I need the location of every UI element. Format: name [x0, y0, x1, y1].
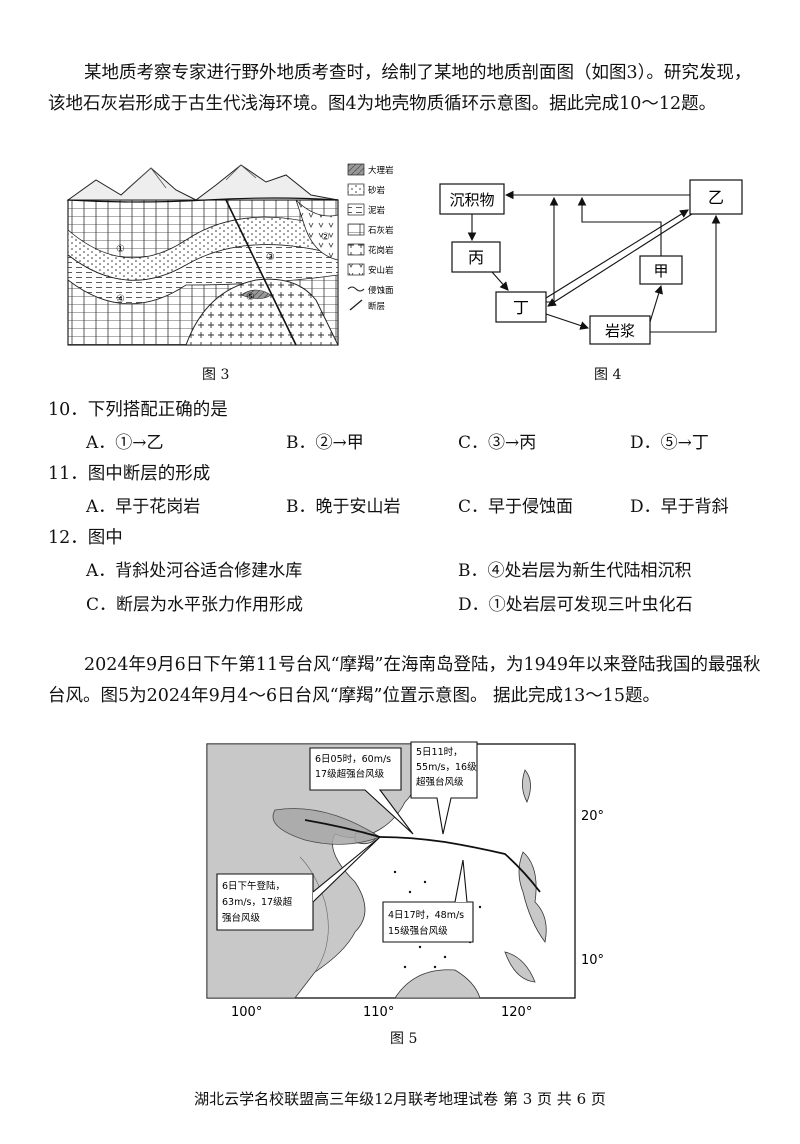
node-ding: 丁	[513, 298, 529, 317]
q11-stem: 11．图中断层的形成	[48, 464, 211, 484]
typhoon-track-map: 20° 10° 100° 110° 120° 6日05时，60m/s 17级超强…	[206, 741, 604, 1020]
lon-label-120: 120°	[501, 1005, 532, 1020]
q12-option-b: B．④处岩层为新生代陆相沉积	[458, 561, 692, 581]
figure-4-caption: 图 4	[594, 367, 622, 383]
node-yi: 乙	[708, 188, 724, 207]
legend-andesite: 安山岩	[368, 265, 394, 276]
q11-option-b: B．晚于安山岩	[286, 497, 401, 517]
figure-5: 20° 10° 100° 110° 120° 6日05时，60m/s 17级超强…	[205, 741, 604, 1027]
intro-paragraph-1: 某地质考察专家进行野外地质考查时，绘制了某地的地质剖面图（如图3）。研究发现，该…	[48, 63, 752, 114]
q11-option-d: D．早于背斜	[630, 497, 729, 517]
lon-label-110: 110°	[363, 1005, 394, 1020]
legend-marble: 大理岩	[368, 165, 394, 176]
rock-cycle-diagram: 沉积物 乙 丙 甲 丁 岩浆	[439, 179, 743, 345]
legend-erosion-surface: 侵蚀面	[368, 285, 394, 296]
marker-4: ④	[116, 294, 125, 305]
node-yi-box	[689, 179, 743, 215]
lat-label-10: 10°	[581, 953, 604, 968]
node-sediment-box	[439, 183, 505, 215]
q10-stem: 10．下列搭配正确的是	[48, 400, 228, 420]
legend-fault: 断层	[368, 301, 385, 312]
legend: 大理岩 砂岩 泥岩 石灰岩 花岗岩 安山岩 侵蚀面 断层	[347, 163, 394, 312]
q10-option-d: D．⑤→丁	[630, 433, 709, 453]
q11-option-c: C．早于侵蚀面	[458, 497, 574, 517]
node-sediment: 沉积物	[449, 191, 494, 209]
q11-option-a: A．早于花岗岩	[86, 497, 201, 517]
page-footer: 湖北云学名校联盟高三年级12月联考地理试卷 第 3 页 共 6 页	[194, 1090, 606, 1108]
q10-option-a: A．①→乙	[86, 433, 164, 453]
node-jia: 甲	[653, 262, 668, 280]
callout-landfall-line2: 63m/s，17级超	[222, 896, 293, 908]
legend-mudstone: 泥岩	[368, 205, 386, 216]
geologic-section-diagram: ① ② ③ ④ ⑤ 大理岩 砂岩 泥岩 石灰岩 花岗岩 安山岩 侵蚀面 断层	[66, 163, 394, 346]
figure-3: ① ② ③ ④ ⑤ 大理岩 砂岩 泥岩 石灰岩 花岗岩 安山岩 侵蚀面 断层	[66, 160, 406, 350]
lat-label-20: 20°	[581, 809, 604, 824]
q12-option-c: C．断层为水平张力作用形成	[86, 595, 304, 615]
figure-5-caption: 图 5	[390, 1031, 418, 1047]
callout-4d17-line2: 15级强台风级	[388, 925, 448, 937]
callout-landfall-line1: 6日下午登陆，	[222, 880, 285, 892]
legend-granite: 花岗岩	[368, 245, 394, 256]
callout-4d17-line1: 4日17时，48m/s	[388, 909, 464, 921]
lon-label-100: 100°	[231, 1005, 262, 1020]
q12-stem: 12．图中	[48, 528, 123, 548]
node-magma: 岩浆	[605, 322, 635, 340]
q12-option-a: A．背斜处河谷适合修建水库	[86, 561, 303, 581]
callout-6d05-line1: 6日05时，60m/s	[315, 753, 391, 765]
marker-5: ⑤	[246, 292, 255, 303]
node-jia-box	[639, 255, 683, 285]
node-bing: 丙	[468, 248, 484, 267]
q10-option-c: C．③→丙	[458, 433, 537, 453]
node-ding-box	[495, 291, 547, 323]
callout-landfall-line3: 强台风级	[222, 912, 261, 924]
node-bing-box	[451, 241, 501, 273]
node-magma-box	[589, 315, 651, 345]
callout-5d11-line1: 5日11时，	[416, 746, 463, 758]
legend-sandstone: 砂岩	[368, 185, 386, 196]
callout-6d05-line2: 17级超强台风级	[315, 768, 385, 780]
marker-3: ③	[266, 252, 275, 263]
intro-paragraph-2: 2024年9月6日下午第11号台风“摩羯”在海南岛登陆，为1949年以来登陆我国…	[48, 655, 761, 706]
figure-3-caption: 图 3	[202, 367, 230, 383]
marker-1: ①	[116, 244, 125, 255]
legend-limestone: 石灰岩	[368, 225, 394, 236]
q12-option-d: D．①处岩层可发现三叶虫化石	[458, 595, 693, 615]
marker-2: ②	[321, 232, 330, 243]
figure-4: 沉积物 乙 丙 甲 丁 岩浆	[439, 172, 750, 352]
callout-5d11-line3: 超强台风级	[416, 776, 464, 788]
callout-5d11-line2: 55m/s，16级	[416, 761, 477, 773]
q10-option-b: B．②→甲	[286, 433, 364, 453]
